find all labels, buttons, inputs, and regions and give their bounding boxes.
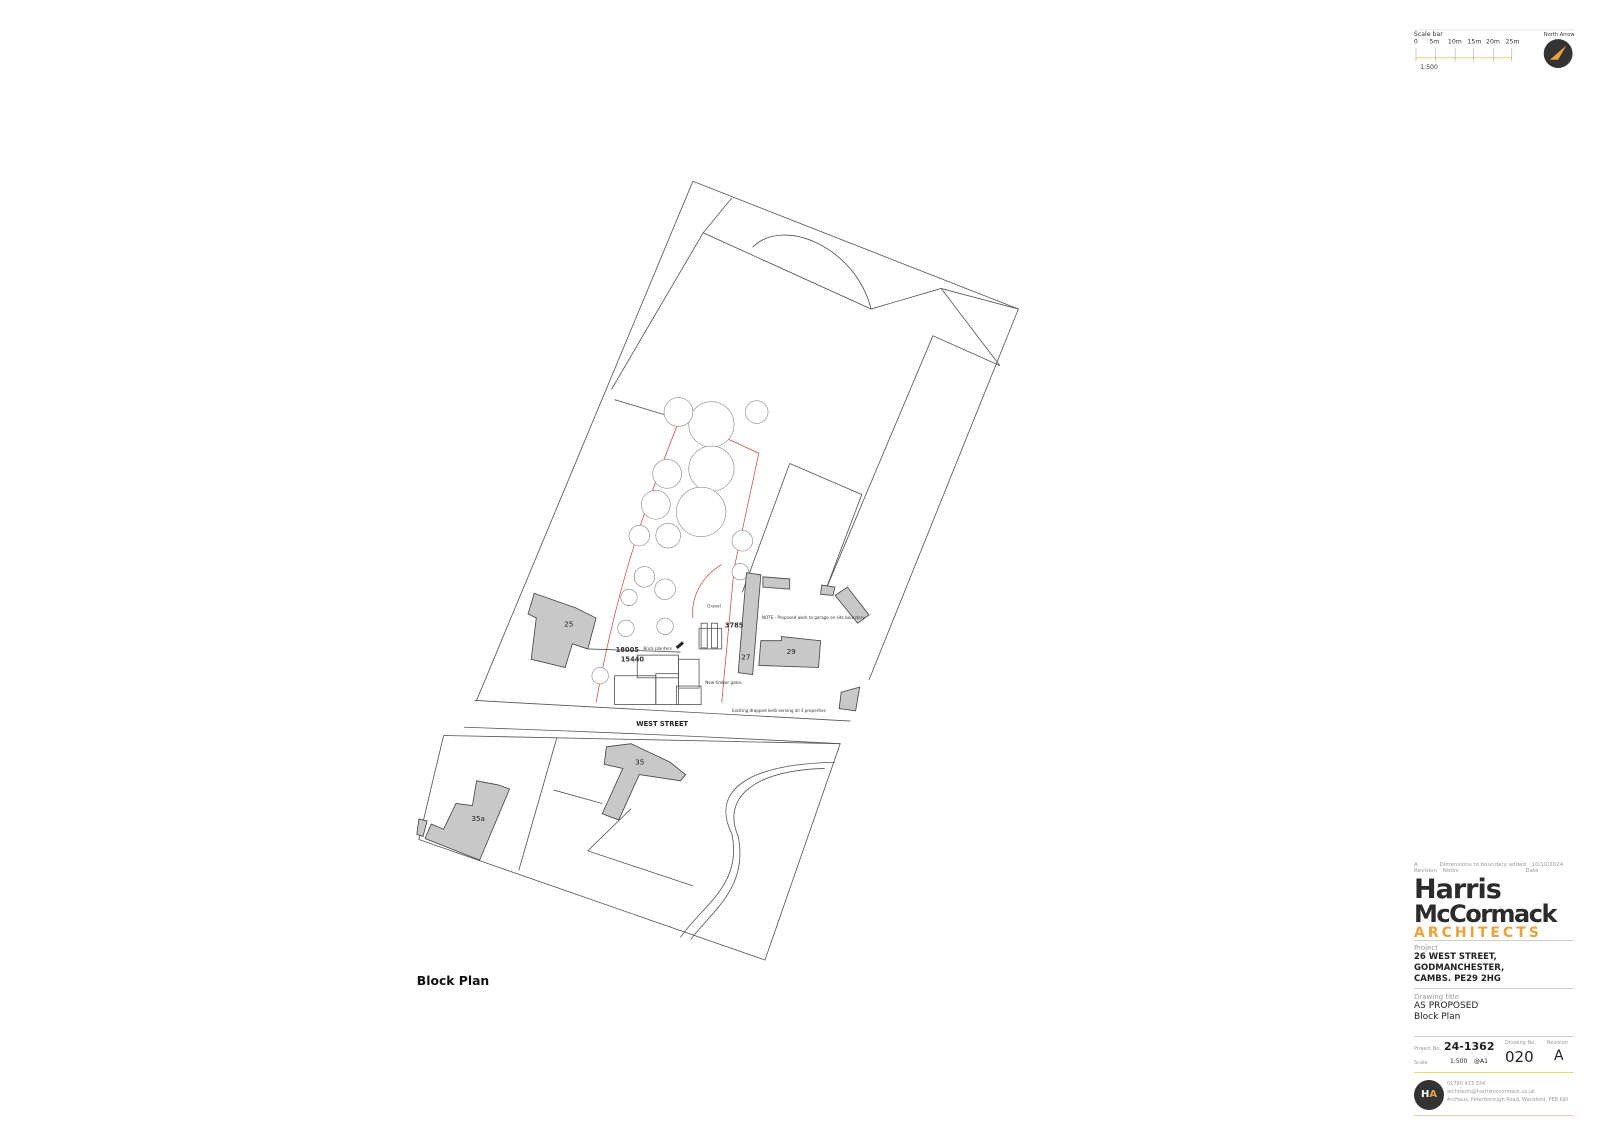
house-25 xyxy=(527,592,597,668)
project-line-2: GODMANCHESTER, xyxy=(1414,963,1505,973)
revision-row: A Dimensions to boundary added 10/10/202… xyxy=(1414,862,1574,874)
firm-name-line1: Harris xyxy=(1414,874,1502,905)
scale-tick-10: 10m xyxy=(1448,38,1462,45)
firm-name-line2: McCormack xyxy=(1414,900,1557,928)
contact-block: HA 01780 433 334 architects@harrismccorm… xyxy=(1414,1072,1574,1117)
revision-code: A xyxy=(1414,862,1418,868)
firm-name-line3: ARCHITECTS xyxy=(1414,925,1542,941)
project-line-1: 26 WEST STREET, xyxy=(1414,952,1497,962)
scale-bar: Scale bar 0 5m 10m 15m 20m 25m 1:500 xyxy=(1413,29,1575,71)
drawing-info-block: Project No. 24-1362 Scale 1:500 @A1 Draw… xyxy=(1414,1036,1574,1071)
scale-label: Scale xyxy=(1414,1060,1428,1066)
drawing-title-label: Drawing title xyxy=(1414,993,1460,1001)
address: ArcHaus, Peterborough Road, Wansford, PE… xyxy=(1447,1097,1568,1103)
house-number-35a: 35a xyxy=(471,814,485,823)
house-35a xyxy=(424,780,511,861)
trees xyxy=(591,397,769,685)
drawing-no-label: Drawing No. xyxy=(1505,1040,1536,1046)
drawing-title-line-1: AS PROPOSED xyxy=(1414,1001,1479,1011)
drawing-title: Block Plan xyxy=(417,974,489,988)
scale-bar-label: Scale bar xyxy=(1414,31,1443,38)
scale-tick-20: 20m xyxy=(1486,38,1500,45)
scale-ratio: 1:500 xyxy=(1420,64,1438,71)
note-dropped-kerb: Existing dropped kerb serving all 3 prop… xyxy=(732,708,826,713)
scale-value: 1:500 xyxy=(1450,1058,1468,1065)
revision-code-label: Revision xyxy=(1414,868,1437,874)
drawing-no: 020 xyxy=(1505,1048,1534,1066)
drawing-title-block: Drawing title AS PROPOSED Block Plan xyxy=(1414,988,1574,1023)
house-number-29: 29 xyxy=(787,647,797,656)
note-garage: NOTE - Proposed work to garage on site b… xyxy=(762,615,865,620)
revision-note-label: Notes xyxy=(1442,868,1459,874)
north-arrow: North Arrow xyxy=(1543,32,1575,68)
scale-tick-0: 0 xyxy=(1414,38,1418,45)
hma-logo: HA xyxy=(1414,1080,1444,1110)
house-29 xyxy=(758,636,822,668)
note-gates: New timber gates xyxy=(705,680,742,685)
house-27 xyxy=(737,572,762,676)
revision-value: A xyxy=(1554,1048,1564,1064)
north-arrow-label: North Arrow xyxy=(1544,32,1575,38)
project-block: Project 26 WEST STREET, GODMANCHESTER, C… xyxy=(1414,940,1574,985)
site-boundaries xyxy=(418,180,1019,961)
dimension-3785: 3785 xyxy=(725,621,744,629)
scale-tick-5: 5m xyxy=(1429,38,1439,45)
phone[interactable]: 01780 433 334 xyxy=(1447,1081,1486,1087)
note-gravel: Gravel xyxy=(707,604,721,609)
scale-tick-15: 15m xyxy=(1467,38,1481,45)
revision-date: 10/10/2024 xyxy=(1531,862,1564,868)
firm-logo: Harris McCormack ARCHITECTS xyxy=(1414,874,1574,941)
project-no: 24-1362 xyxy=(1444,1040,1495,1053)
dimension-18005: 18005 xyxy=(616,646,640,654)
dimension-15440: 15440 xyxy=(621,655,645,663)
buildings: 25 27 29 35 35a xyxy=(416,572,870,861)
street-name: WEST STREET xyxy=(636,720,688,728)
project-label: Project xyxy=(1414,944,1438,952)
house-number-27: 27 xyxy=(741,652,750,661)
proposed-site-plan: 18005 15440 3785 NOTE - Proposed work to… xyxy=(587,604,865,713)
project-line-3: CAMBS. PE29 2HG xyxy=(1414,974,1501,984)
email-link[interactable]: architects@harrismccormack.co.uk xyxy=(1447,1089,1535,1095)
house-35 xyxy=(601,743,687,821)
revision-note: Dimensions to boundary added xyxy=(1439,862,1526,868)
sheet-size: @A1 xyxy=(1474,1058,1488,1065)
drawing-title-line-2: Block Plan xyxy=(1414,1012,1461,1022)
scale-tick-25: 25m xyxy=(1506,38,1520,45)
revision-label: Revision xyxy=(1547,1040,1568,1046)
house-number-35: 35 xyxy=(635,757,644,766)
house-number-25: 25 xyxy=(564,619,573,628)
project-no-label: Project No. xyxy=(1414,1046,1441,1052)
revision-date-label: Date xyxy=(1525,868,1539,874)
note-planters: Brick planters xyxy=(643,646,671,651)
